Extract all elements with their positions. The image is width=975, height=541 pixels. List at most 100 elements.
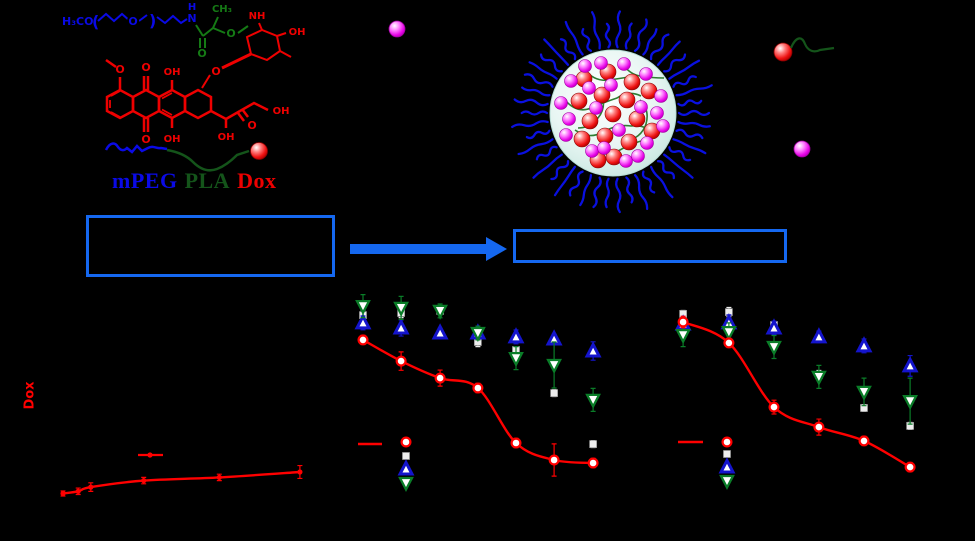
square-marker: [723, 450, 731, 458]
circle-marker: [904, 461, 916, 473]
corona-strand: [528, 61, 558, 80]
circle-marker: [395, 355, 407, 367]
bracket: ): [149, 11, 156, 30]
atom-label: OH: [289, 27, 306, 38]
corona-strand: [668, 146, 692, 162]
dot-marker: [216, 474, 222, 480]
corona-strand: [677, 99, 703, 107]
pla-segment: [195, 16, 249, 48]
dose-response-chart-a: [354, 294, 602, 492]
atom-label: N: [187, 12, 196, 25]
corona-strand: [513, 98, 549, 107]
corona-strand: [590, 11, 601, 50]
corona-strand: [642, 28, 658, 56]
red-drug-sphere-icon: [773, 42, 793, 62]
dose-response-chart-b: [674, 306, 919, 490]
triangle-down-marker: [585, 393, 601, 409]
triangle-up-marker: [392, 318, 410, 335]
atom-label: CH₃: [212, 4, 232, 15]
triangle-down-marker: [856, 385, 872, 401]
corona-strand: [633, 174, 649, 211]
sugar-ring: [201, 22, 292, 89]
triangle-up-marker: [810, 327, 828, 344]
peg-corona: [511, 10, 713, 214]
corona-strand: [535, 145, 558, 161]
corona-strand: [672, 75, 697, 88]
corona-strand: [615, 10, 622, 49]
red-drug-sphere-icon: [250, 142, 268, 160]
triangle-down-marker: [470, 326, 486, 342]
atom-label: O: [211, 65, 220, 78]
triangle-down-marker: [546, 358, 562, 374]
dot-marker: [141, 478, 147, 484]
square-marker: [402, 452, 410, 460]
dot-marker: [297, 469, 303, 475]
atom-label: O: [141, 133, 150, 146]
corona-strand: [663, 153, 694, 179]
corona-strand: [543, 38, 570, 66]
dot-marker: [75, 488, 81, 494]
corona-strand: [649, 165, 674, 199]
corona-strand: [668, 59, 701, 80]
corona-strand: [615, 177, 622, 214]
triangle-up-marker: [718, 457, 736, 474]
triangle-down-marker: [766, 340, 782, 356]
atom-label: O: [226, 27, 235, 40]
trend-line: [62, 470, 300, 495]
circle-marker: [677, 316, 689, 328]
atom-label: NH: [249, 11, 266, 22]
bracket: (: [92, 12, 99, 31]
mpeg-squiggle: [104, 142, 168, 154]
atom-label: OH: [273, 106, 290, 117]
conjugate-legend-icon: [773, 37, 835, 62]
dox-ring-system: [105, 58, 269, 132]
triangle-down-marker: [902, 394, 918, 411]
corona-strand: [539, 53, 563, 73]
triangle-down-marker: [398, 476, 414, 492]
encapsulated-magenta-spheres: [554, 56, 670, 168]
circle-marker: [858, 435, 870, 447]
corona-strand: [532, 153, 563, 179]
reaction-step-box-1: [86, 215, 335, 277]
corona-strand: [581, 27, 593, 52]
square-marker: [589, 440, 597, 448]
triangle-up-marker: [901, 356, 919, 373]
atom-mask: [211, 66, 221, 76]
atom-mask: [197, 48, 207, 58]
atom-label: OH: [218, 132, 235, 143]
triangle-up-marker: [765, 318, 783, 335]
corona-strand: [559, 38, 577, 61]
corona-strand: [641, 170, 656, 194]
corona-strand: [564, 20, 584, 56]
polymer-label-pla: PLA: [184, 168, 231, 193]
corona-strand: [624, 22, 633, 50]
corona-strand: [633, 18, 648, 52]
triangle-down-marker: [721, 325, 737, 342]
corona-strand: [579, 174, 593, 207]
corona-strand: [649, 33, 670, 61]
corona-strand: [523, 73, 554, 88]
triangle-up-marker: [397, 459, 415, 476]
magenta-drug-sphere-icon: [388, 20, 406, 38]
circle-marker: [723, 337, 735, 349]
circle-marker: [434, 372, 446, 384]
trend-line: [682, 320, 911, 469]
atom-mask: [127, 15, 139, 27]
reaction-step-box-2: [513, 229, 787, 263]
polymer-conjugate-squiggle: [104, 142, 268, 172]
corona-strand: [604, 22, 612, 49]
atom-label: H₃CO: [62, 15, 93, 28]
triangle-up-marker: [584, 341, 602, 358]
corona-strand: [525, 129, 551, 140]
corona-strand: [553, 165, 577, 197]
triangle-up-marker: [855, 336, 873, 353]
triangle-down-marker: [393, 301, 409, 317]
pla-tail-squiggle: [789, 37, 835, 53]
corona-strand: [604, 177, 610, 209]
corona-strand: [568, 170, 584, 197]
triangle-down-marker: [719, 474, 735, 490]
corona-strand: [517, 138, 554, 156]
chemical-structure: H₃CO ( O ) N H O CH₃ O: [62, 2, 305, 146]
